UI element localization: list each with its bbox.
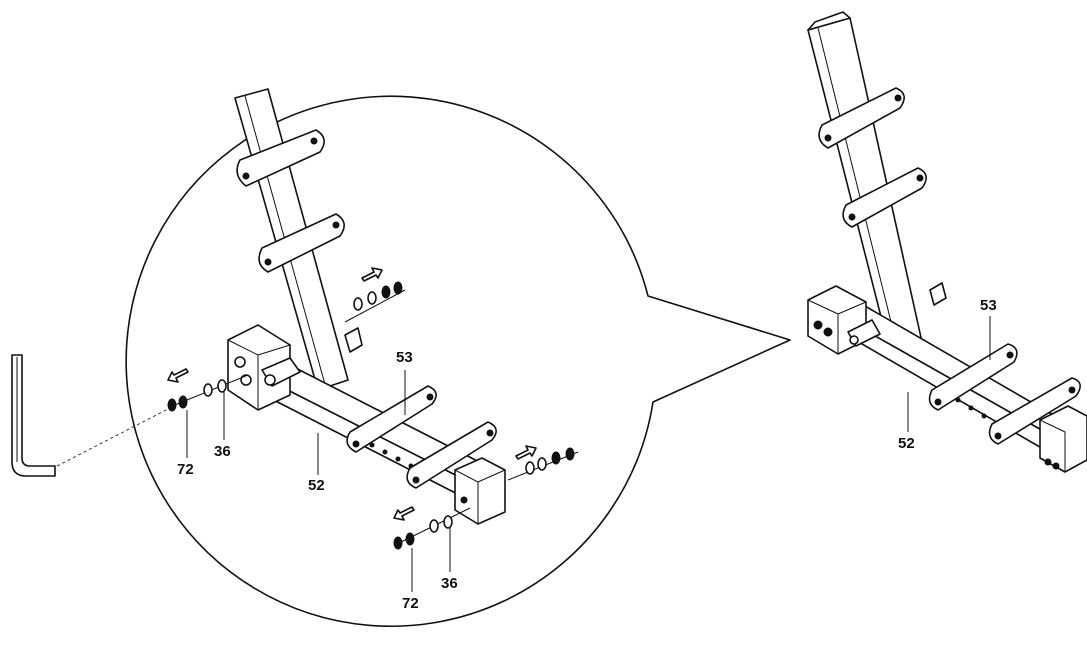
callout-52-detail: 52 [308, 477, 325, 494]
base-plate-bar-front [346, 385, 437, 453]
hardware-set-left [167, 374, 249, 412]
end-cap-right-overview [1039, 405, 1087, 473]
upright-plate-bar-top [236, 129, 325, 187]
hardware-set-upper-right [344, 281, 406, 323]
end-cap-right-detail [454, 457, 506, 525]
callout-53-detail: 53 [396, 349, 413, 366]
callout-72-left: 72 [177, 461, 194, 478]
upright-bracket-detail [261, 327, 363, 387]
callout-53-overview: 53 [980, 297, 997, 314]
arrow-right-icon [361, 267, 383, 282]
base-plate-bar-back [406, 421, 497, 489]
upright-bracket-overview [847, 282, 947, 347]
allen-key-icon [11, 354, 56, 477]
callout-36-left: 36 [214, 443, 231, 460]
callout-52-overview: 52 [898, 435, 915, 452]
detail-view [167, 88, 579, 592]
detail-callout-bubble [125, 95, 791, 628]
arrow-right-icon [515, 445, 537, 460]
base-plate-bar-overview-back [988, 377, 1081, 445]
end-cap-left-detail [227, 324, 291, 411]
base-plate-bar-overview-front [928, 343, 1018, 411]
hardware-set-bottom [393, 507, 471, 550]
tool-leader-line [56, 406, 173, 467]
arrow-left-icon [167, 368, 189, 383]
upright-plate-bar-bottom [258, 213, 345, 273]
callout-72-bottom: 72 [402, 595, 419, 612]
upright-plate-bar-overview-top [818, 87, 905, 149]
arrow-left-icon [393, 506, 415, 521]
upright-plate-bar-overview-bottom [842, 167, 927, 228]
hardware-set-right [507, 447, 579, 481]
callout-36-bottom: 36 [441, 575, 458, 592]
overview-view [807, 11, 1087, 473]
